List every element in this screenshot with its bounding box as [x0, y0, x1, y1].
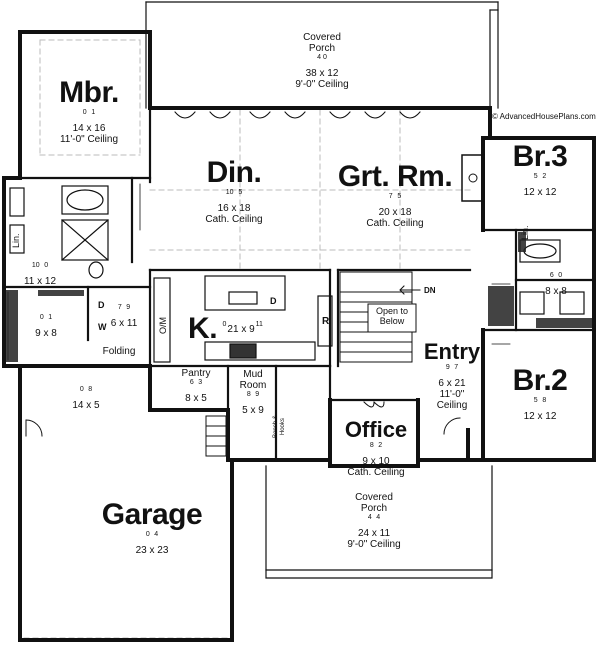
mbr-label: Mbr. 0 1 14 x 16 11'-0" Ceiling [59, 76, 119, 145]
office-dimension: 9 x 10 [362, 456, 390, 468]
pantry-dimension: 8 x 5 [185, 392, 207, 404]
din-ceiling: Cath. Ceiling [205, 214, 263, 225]
din-label: Din. 10 5 16 x 18 Cath. Ceiling [205, 156, 263, 225]
closet-label: 7 9 6 x 11 [110, 304, 138, 329]
covered-porch-front-name: Covered Porch [355, 492, 393, 514]
mbr-ceiling: 11'-0" Ceiling [59, 134, 119, 145]
washer-label: W [98, 322, 107, 332]
laundry-label: 0 1 9 x 8 [35, 314, 57, 339]
office-name: Office [344, 417, 408, 442]
lin-br3-label: Lin. [520, 225, 530, 240]
covered-porch-front-dimension: 24 x 11 [357, 527, 391, 539]
dishwasher-label: D [270, 296, 277, 306]
mud-room-name: Mud Room [239, 369, 267, 391]
br3-name: Br.3 [512, 140, 568, 173]
entry-name: Entry [423, 339, 481, 364]
entry-ceiling: 11'-0" Ceiling [436, 389, 468, 412]
storage-dimension: 14 x 5 [72, 399, 100, 411]
grt-rm-label: Grt. Rm. 7 5 20 x 18 Cath. Ceiling [337, 160, 453, 229]
br2-dimension: 12 x 12 [523, 411, 557, 422]
storage-label: 0 8 14 x 5 [72, 386, 100, 411]
om-label: O/M [158, 317, 168, 334]
laundry-dimension: 9 x 8 [35, 327, 57, 339]
mud-room-label: Mud Room 8 9 5 x 9 [239, 369, 267, 416]
grt-rm-ceiling: Cath. Ceiling [366, 218, 424, 229]
dryer-label: D [98, 300, 105, 310]
pantry-label: Pantry 6 3 8 x 5 [181, 368, 211, 404]
folding-label: Folding [102, 346, 136, 357]
entry-label: Entry 9 7 6 x 21 11'-0" Ceiling [423, 339, 481, 412]
bath2-label: 6 0 8 x 8 [545, 272, 567, 297]
br2-name: Br.2 [512, 364, 568, 397]
lin-master-label: Lin. [11, 233, 21, 248]
office-label: Office 8 2 9 x 10 Cath. Ceiling [344, 417, 408, 479]
dn-label: DN [424, 286, 436, 295]
closet-dimension: 6 x 11 [110, 317, 138, 329]
pantry-name: Pantry [181, 368, 211, 379]
covered-porch-top-ceiling: 9'-0" Ceiling [295, 79, 349, 90]
bench-label: Bench & Hooks [272, 415, 286, 438]
grt-rm-name: Grt. Rm. [337, 160, 453, 193]
covered-porch-top-dimension: 38 x 12 [305, 68, 339, 79]
office-ceiling: Cath. Ceiling [347, 467, 405, 479]
refrigerator-label: R [322, 316, 330, 327]
covered-porch-top-name: Covered Porch [303, 32, 341, 54]
grt-rm-dimension: 20 x 18 [378, 207, 412, 218]
master-bath-label: 10 0 11 x 12 [23, 262, 57, 287]
br3-label: Br.3 5 2 12 x 12 [512, 140, 568, 198]
din-name: Din. [206, 156, 262, 189]
mud-room-dimension: 5 x 9 [242, 404, 264, 416]
mbr-dimension: 14 x 16 [72, 123, 106, 134]
master-bath-dimension: 11 x 12 [23, 275, 57, 287]
entry-dimension: 6 x 21 [438, 378, 466, 390]
din-dimension: 16 x 18 [217, 203, 251, 214]
kitchen-dimension: 21 x 9 [227, 324, 255, 335]
mbr-name: Mbr. [59, 76, 119, 109]
covered-porch-front-ceiling: 9'-0" Ceiling [347, 538, 401, 550]
garage-label: Garage 0 4 23 x 23 [101, 498, 203, 556]
kitchen-name: K. [188, 312, 218, 345]
garage-dimension: 23 x 23 [135, 544, 169, 556]
garage-name: Garage [101, 498, 203, 531]
watermark: © AdvancedHousePlans.com [492, 112, 596, 121]
bath2-dimension: 8 x 8 [545, 285, 567, 297]
br3-dimension: 12 x 12 [523, 187, 557, 198]
br2-label: Br.2 5 8 12 x 12 [512, 364, 568, 422]
open-to-below-label: Open to Below [375, 306, 409, 326]
covered-porch-front-label: Covered Porch 4 4 24 x 11 9'-0" Ceiling [347, 492, 401, 550]
kitchen-label: K. 021 x 911 [188, 312, 263, 345]
